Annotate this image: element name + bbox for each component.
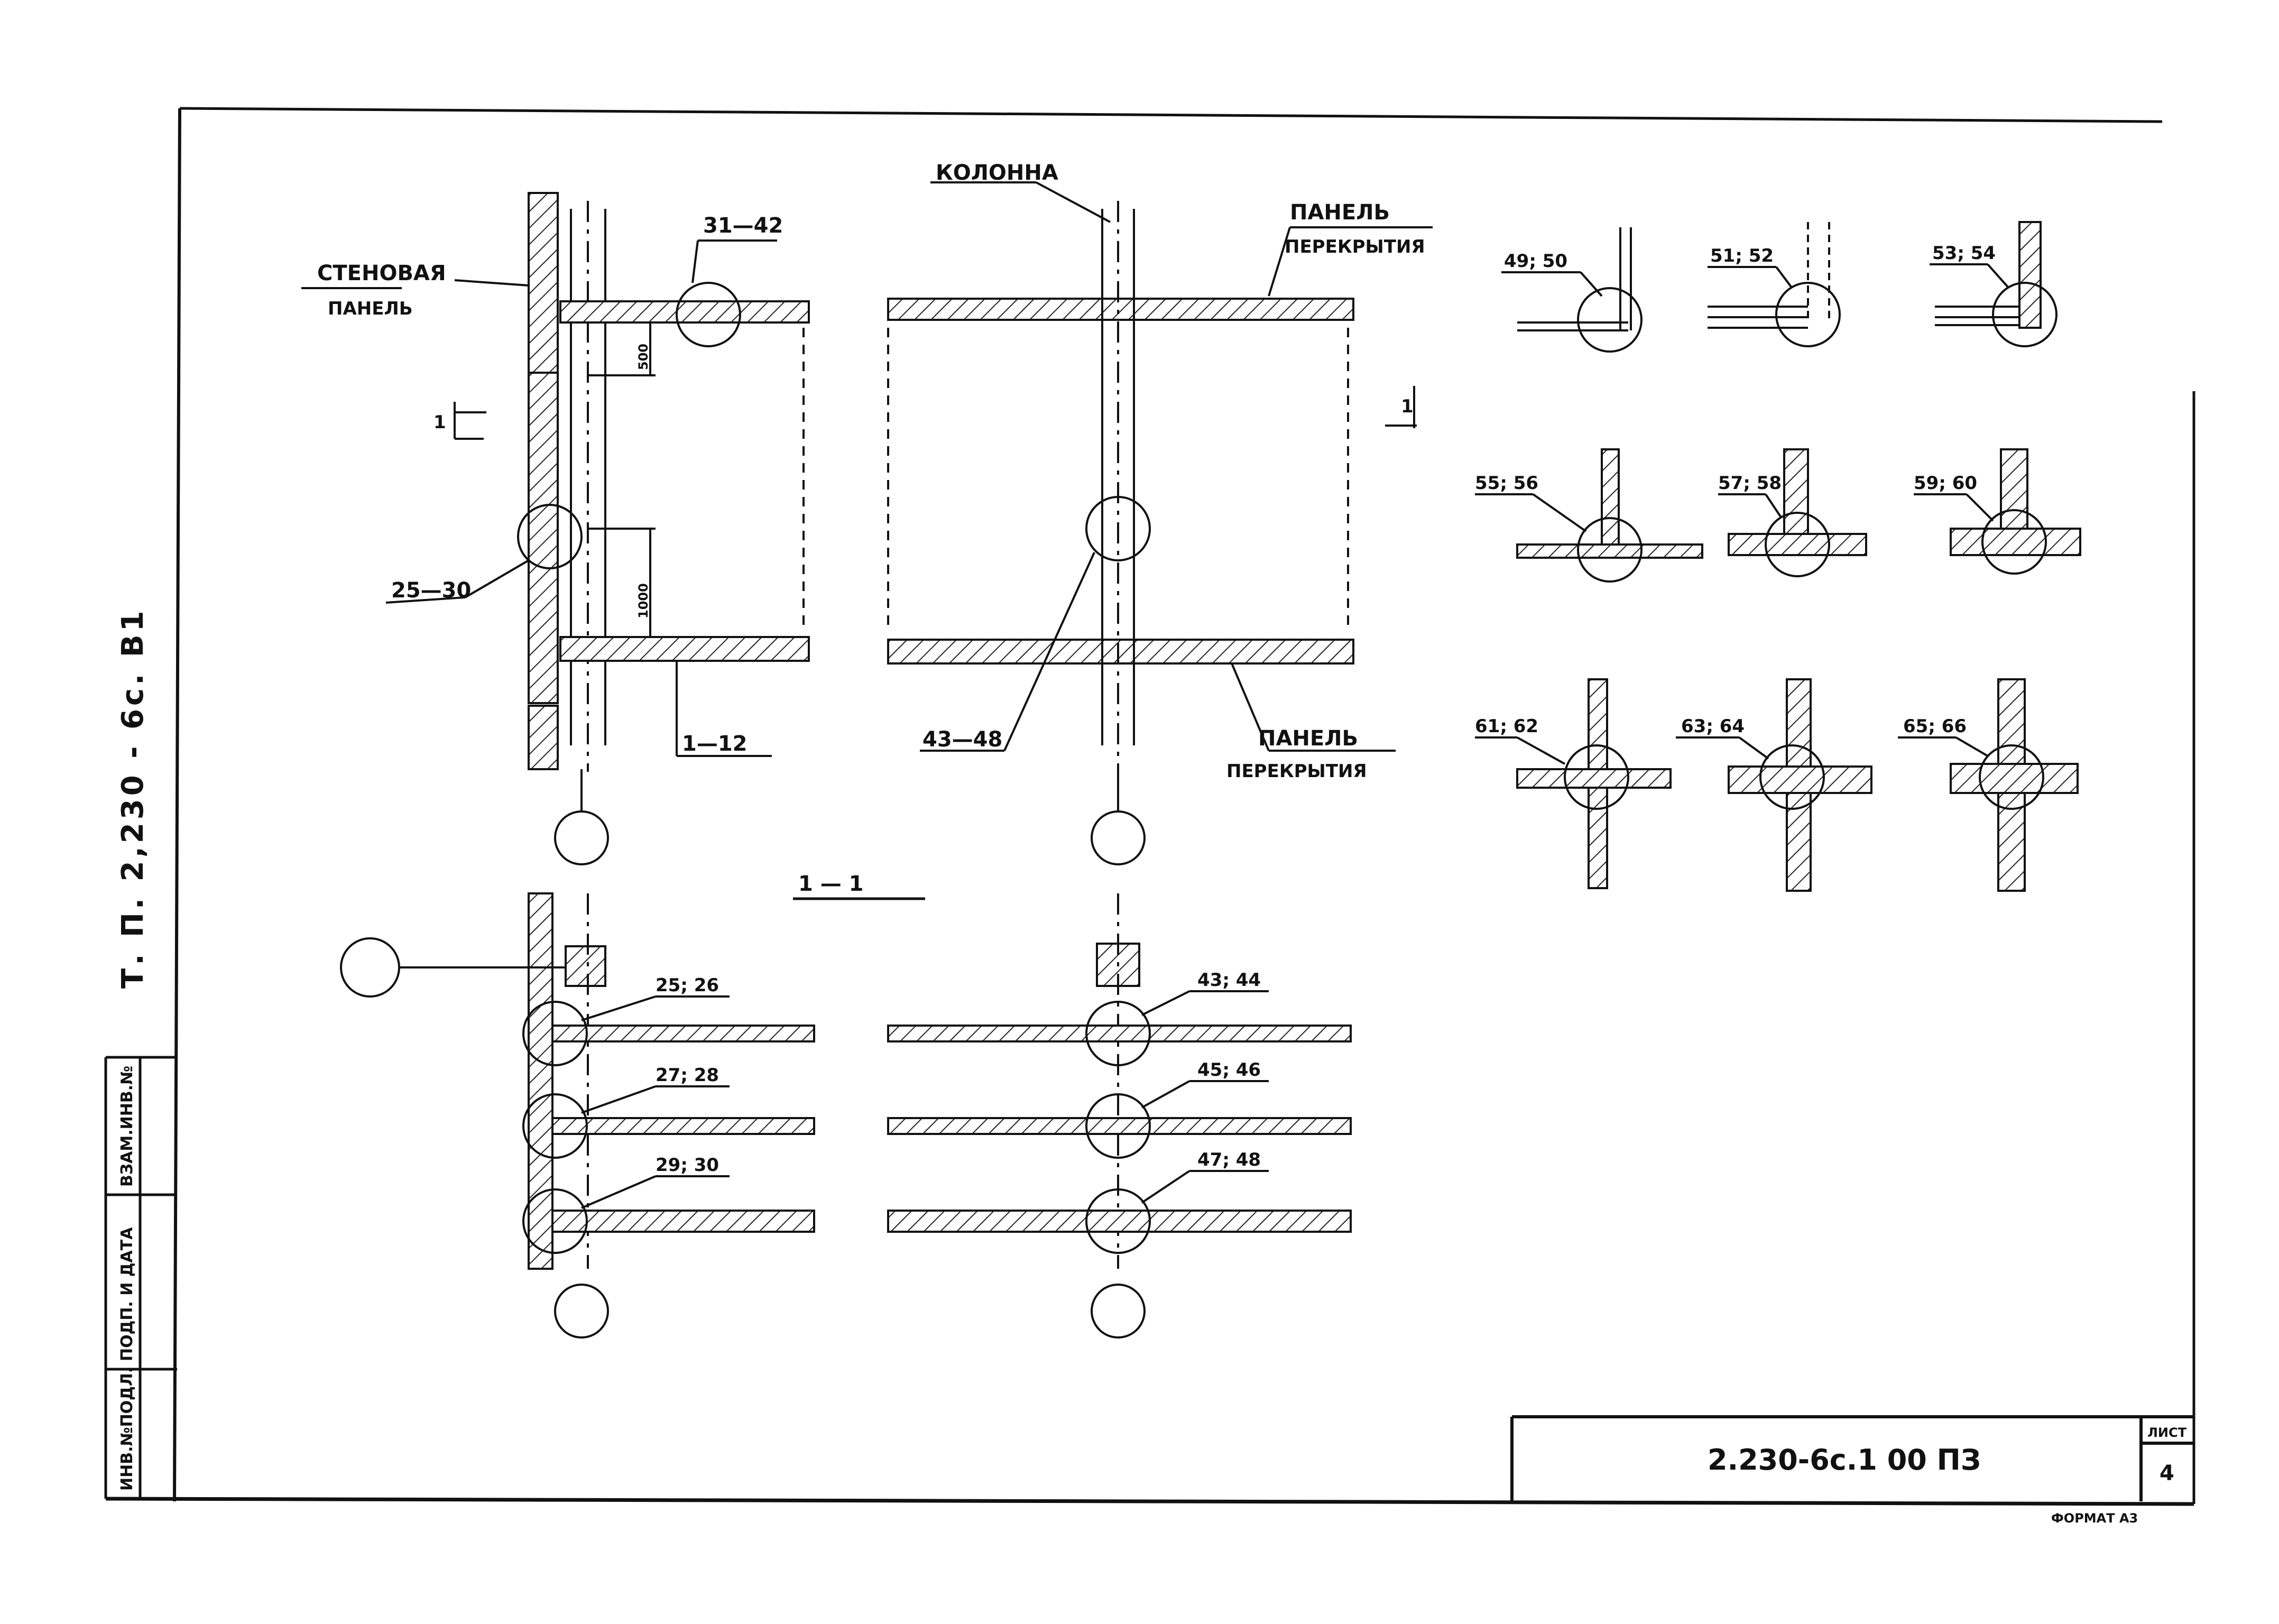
stamp-col-sign: ПОДП. И ДАТА <box>118 1227 136 1361</box>
callout-61-62: 61; 62 <box>1475 716 1538 737</box>
label-wall-panel-2: ПАНЕЛЬ <box>328 298 413 319</box>
callout-49-50: 49; 50 <box>1504 251 1567 272</box>
sheet-label: ЛИСТ <box>2147 1425 2187 1440</box>
label-floor-panel-bot-2: ПЕРЕКРЫТИЯ <box>1226 761 1367 782</box>
callout-27-28: 27; 28 <box>656 1065 719 1086</box>
callout-25-26: 25; 26 <box>656 975 719 996</box>
dim-1000: 1000 <box>636 583 651 619</box>
callout-31-42: 31—42 <box>703 214 783 238</box>
stamp-col-inv: ИНВ.№ПОДЛ. <box>118 1367 136 1491</box>
sheet-frame <box>105 107 2195 1506</box>
stamp-strip <box>104 1056 177 1499</box>
callout-43-44: 43; 44 <box>1197 970 1261 991</box>
callout-45-46: 45; 46 <box>1197 1059 1261 1081</box>
callout-1-12: 1—12 <box>682 732 748 756</box>
section-left <box>340 892 815 1339</box>
sheet-number: 4 <box>2160 1461 2174 1485</box>
label-floor-panel-bot-1: ПАНЕЛЬ <box>1258 726 1358 751</box>
callout-55-56: 55; 56 <box>1475 473 1538 494</box>
details-row-3 <box>1475 678 2079 892</box>
callout-59-60: 59; 60 <box>1914 473 1977 494</box>
callout-29-30: 29; 30 <box>656 1155 719 1176</box>
label-wall-panel-1: СТЕНОВАЯ <box>317 261 446 285</box>
dim-500: 500 <box>636 344 651 370</box>
title-block <box>1510 1415 2194 1501</box>
callout-57-58: 57; 58 <box>1718 473 1782 494</box>
details-row-2 <box>1475 448 2081 583</box>
callout-43-48: 43—48 <box>922 727 1002 752</box>
title-code: 2.230-6с.1 00 ПЗ <box>1708 1443 1981 1477</box>
format-label: ФОРМАТ А3 <box>2051 1511 2138 1526</box>
section-middle <box>887 893 1352 1339</box>
section-mark-left: 1 <box>433 412 446 433</box>
details-row-1 <box>1501 221 2057 353</box>
callout-51-52: 51; 52 <box>1710 245 1774 266</box>
callout-53-54: 53; 54 <box>1932 243 1996 264</box>
callout-63-64: 63; 64 <box>1681 716 1745 737</box>
label-floor-panel-top-1: ПАНЕЛЬ <box>1290 200 1390 225</box>
section-title: 1 — 1 <box>798 872 864 896</box>
side-designation: Т. П. 2,230 - 6с. В1 <box>116 607 150 989</box>
callout-25-30: 25—30 <box>391 578 471 603</box>
label-floor-panel-top-2: ПЕРЕКРЫТИЯ <box>1285 236 1425 257</box>
wall-elevation <box>301 192 810 865</box>
column-elevation <box>887 181 1433 865</box>
label-column: КОЛОННА <box>936 161 1058 185</box>
section-mark-right: 1 <box>1401 396 1414 417</box>
callout-65-66: 65; 66 <box>1903 716 1967 737</box>
callout-47-48: 47; 48 <box>1197 1149 1261 1170</box>
stamp-col-replace: ВЗАМ.ИНВ.№ <box>118 1066 136 1187</box>
